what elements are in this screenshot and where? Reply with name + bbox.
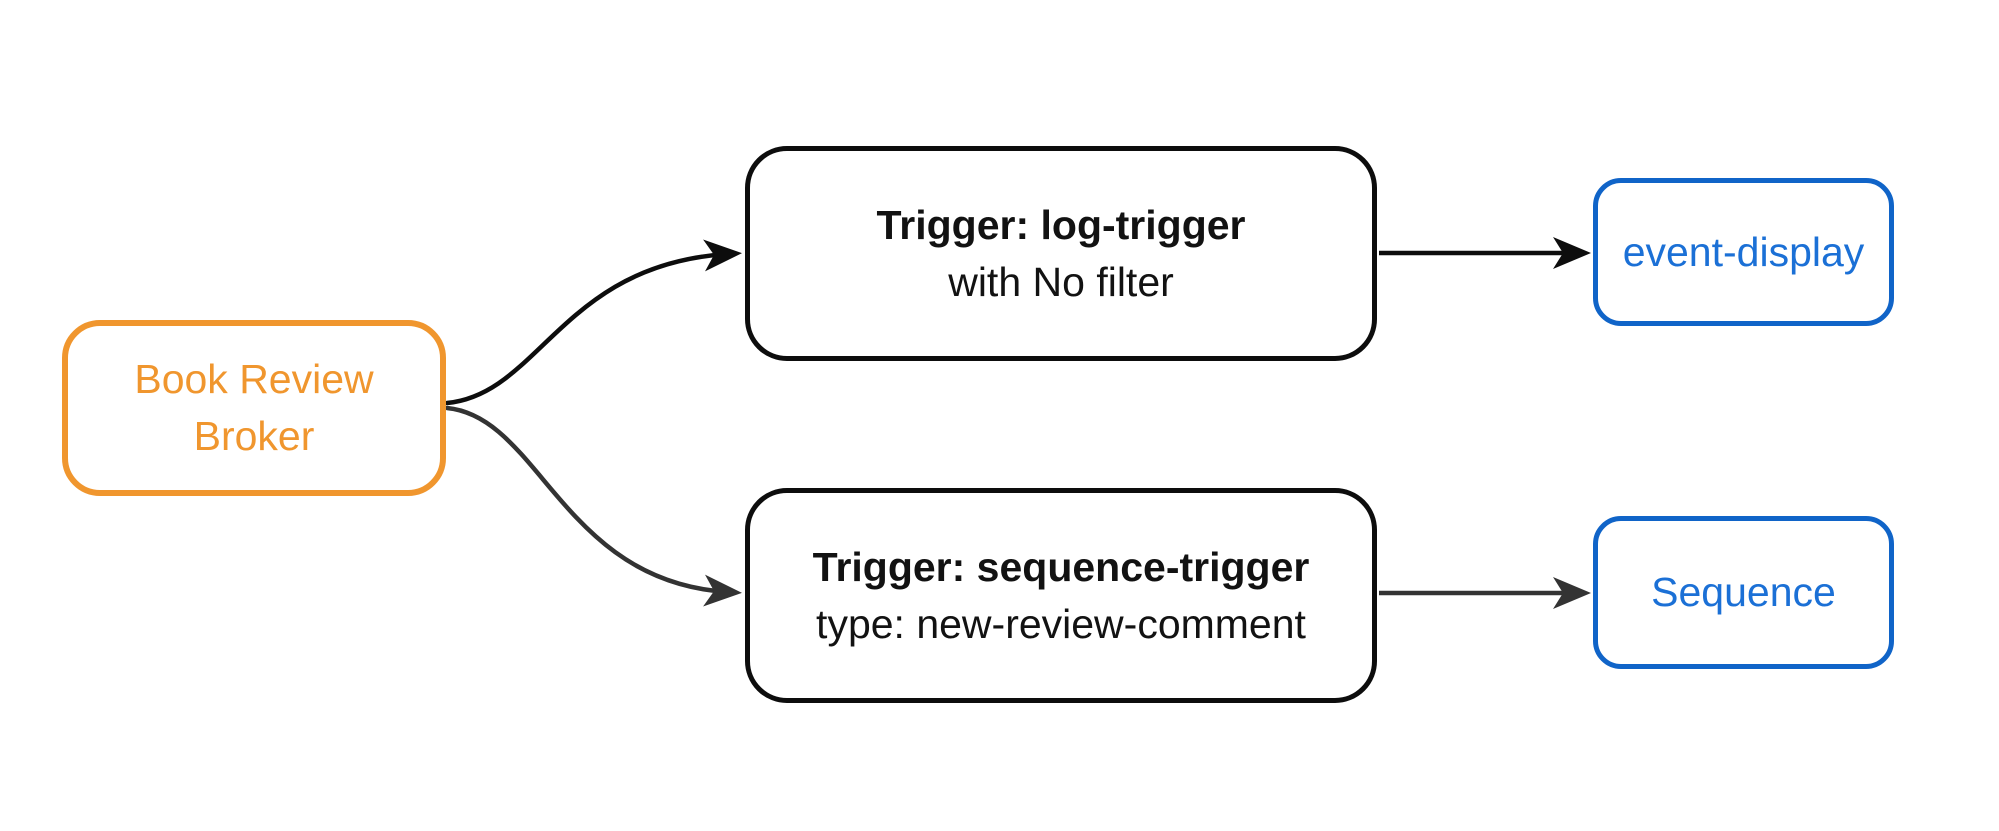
node-trigger-sequence: Trigger: sequence-trigger type: new-revi… xyxy=(745,488,1377,703)
edge-broker-to-log-trigger xyxy=(444,239,742,406)
node-label: event-display xyxy=(1622,228,1865,275)
node-trigger-log: Trigger: log-trigger with No filter xyxy=(745,146,1377,361)
node-subtitle: with No filter xyxy=(948,258,1174,305)
node-title: Trigger: log-trigger xyxy=(876,201,1246,248)
node-book-review-broker: Book Review Broker xyxy=(62,320,446,496)
edge-broker-to-sequence-trigger xyxy=(444,405,742,607)
node-label: Sequence xyxy=(1651,569,1836,616)
node-title: Trigger: sequence-trigger xyxy=(812,543,1310,590)
node-subtitle: type: new-review-comment xyxy=(816,600,1306,647)
node-label-line: Book Review xyxy=(134,356,374,403)
node-sequence: Sequence xyxy=(1593,516,1894,669)
node-label-line: Broker xyxy=(193,413,315,459)
node-event-display: event-display xyxy=(1593,178,1894,326)
